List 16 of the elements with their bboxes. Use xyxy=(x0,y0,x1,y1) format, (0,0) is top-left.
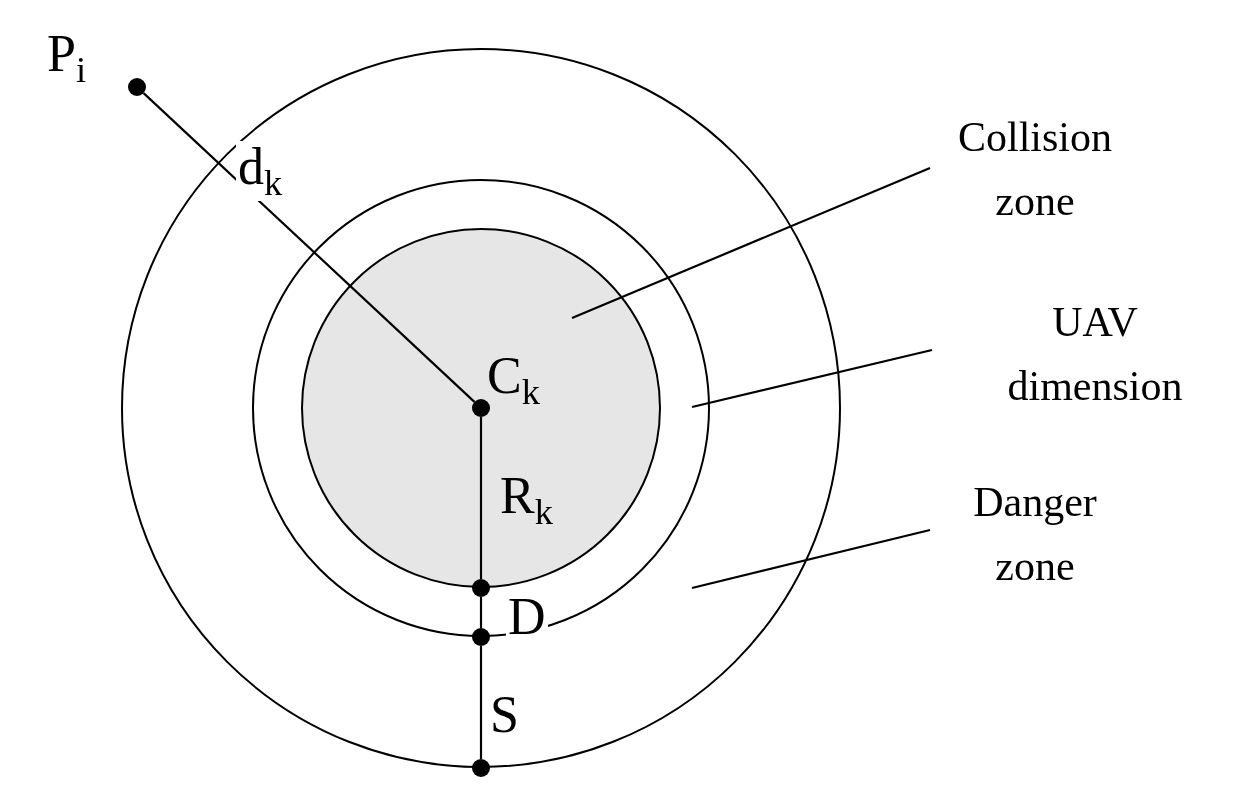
line-segment xyxy=(479,646,483,759)
line-segment xyxy=(142,92,476,403)
zone-label: Danger zone xyxy=(972,478,1098,591)
point-label: C$_{k}$ xyxy=(487,350,540,411)
line-segment xyxy=(479,417,483,579)
edge-label: d$_{k}$ xyxy=(236,140,285,201)
edge-label: R$_{k}$ xyxy=(500,470,553,531)
outer-circle xyxy=(121,48,841,768)
zone-label: UAV dimension xyxy=(1006,298,1184,411)
point-label: P$_{i}$ xyxy=(47,28,87,89)
line-segment xyxy=(479,597,483,628)
leader-line xyxy=(691,528,931,590)
leader-line xyxy=(571,167,931,319)
zone-label: Collision zone xyxy=(956,113,1113,226)
edge-label: S xyxy=(490,688,519,741)
leader-line xyxy=(691,348,933,409)
